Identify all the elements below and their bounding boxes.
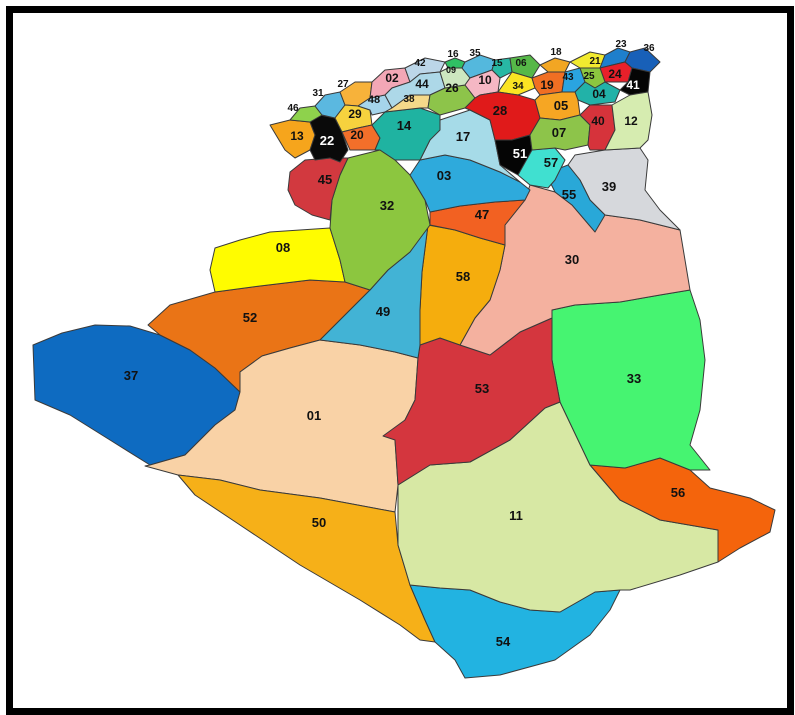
region-label-11: 11 [509, 508, 523, 523]
region-label-55: 55 [562, 187, 576, 202]
region-label-10: 10 [478, 73, 492, 87]
region-12[interactable] [604, 91, 653, 151]
region-label-05: 05 [554, 98, 568, 113]
region-label-18: 18 [550, 47, 562, 58]
region-label-48: 48 [368, 94, 380, 106]
region-label-08: 08 [276, 240, 290, 255]
region-label-07: 07 [552, 125, 566, 140]
region-label-16: 16 [447, 49, 459, 60]
region-label-40: 40 [591, 114, 605, 128]
region-label-26: 26 [445, 81, 459, 95]
region-label-45: 45 [318, 172, 332, 187]
region-label-42: 42 [414, 58, 426, 69]
region-label-21: 21 [589, 56, 601, 67]
region-label-41: 41 [626, 78, 640, 92]
region-label-27: 27 [337, 79, 349, 90]
region-label-13: 13 [290, 129, 304, 143]
region-label-35: 35 [469, 48, 481, 59]
region-label-53: 53 [475, 381, 489, 396]
region-label-54: 54 [496, 634, 511, 649]
region-label-25: 25 [583, 71, 595, 82]
region-57[interactable] [517, 147, 566, 189]
region-label-23: 23 [615, 39, 627, 50]
region-label-06: 06 [515, 58, 527, 69]
region-label-14: 14 [397, 118, 412, 133]
region-label-24: 24 [608, 67, 622, 81]
region-label-19: 19 [540, 78, 554, 92]
region-label-03: 03 [437, 168, 451, 183]
region-label-51: 51 [513, 146, 527, 161]
region-label-17: 17 [456, 129, 470, 144]
region-label-32: 32 [380, 198, 394, 213]
region-label-43: 43 [562, 72, 574, 83]
region-06[interactable] [509, 54, 541, 79]
region-label-15: 15 [491, 58, 503, 69]
region-18[interactable] [539, 57, 571, 73]
region-label-50: 50 [312, 515, 326, 530]
region-label-52: 52 [243, 310, 257, 325]
region-label-46: 46 [287, 103, 299, 114]
region-label-58: 58 [456, 269, 470, 284]
region-label-28: 28 [493, 103, 507, 118]
region-label-57: 57 [544, 155, 558, 170]
region-label-09: 09 [446, 65, 456, 75]
region-label-33: 33 [627, 371, 641, 386]
region-label-37: 37 [124, 368, 138, 383]
region-label-44: 44 [415, 77, 429, 91]
region-label-30: 30 [565, 252, 579, 267]
region-55[interactable] [547, 164, 606, 233]
region-label-34: 34 [512, 81, 524, 92]
region-label-38: 38 [403, 94, 415, 105]
region-label-47: 47 [475, 207, 489, 222]
region-label-31: 31 [312, 88, 324, 99]
region-label-22: 22 [320, 133, 334, 148]
region-label-29: 29 [348, 107, 362, 121]
region-label-04: 04 [592, 87, 606, 101]
region-label-36: 36 [643, 43, 655, 54]
region-label-02: 02 [385, 71, 399, 85]
region-label-20: 20 [350, 128, 364, 142]
region-label-56: 56 [671, 485, 685, 500]
region-label-39: 39 [602, 179, 616, 194]
region-label-12: 12 [624, 114, 638, 128]
region-04[interactable] [574, 81, 621, 106]
region-label-49: 49 [376, 304, 390, 319]
region-label-01: 01 [307, 408, 321, 423]
